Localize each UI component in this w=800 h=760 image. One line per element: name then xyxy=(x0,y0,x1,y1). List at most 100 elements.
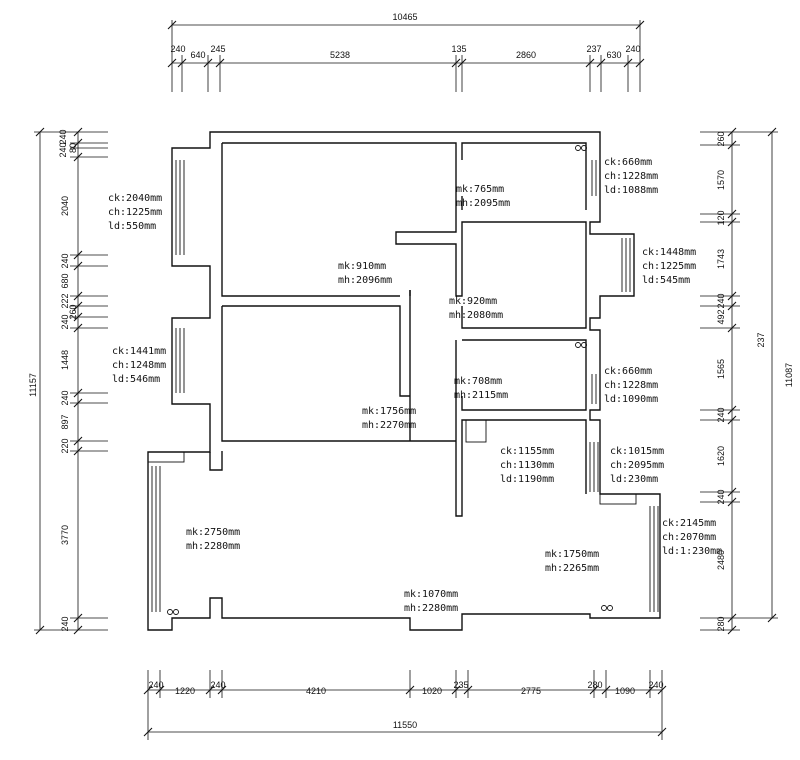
top-total-label: 10465 xyxy=(392,12,417,22)
win-right-3-ck: ck:660mm xyxy=(604,366,652,377)
bottom-seg-4: 4210 xyxy=(306,686,326,696)
bottom-total-label: 11550 xyxy=(393,720,417,730)
door-8-mh: mh:2280mm xyxy=(404,603,458,614)
bottom-seg-1: 240 xyxy=(148,680,163,690)
window-right-3 xyxy=(591,374,597,404)
top-seg-5: 135 xyxy=(451,44,466,54)
door-4-mh: mh:2115mm xyxy=(454,390,508,401)
drain-markers xyxy=(167,145,613,615)
bottom-seg-7: 2775 xyxy=(521,686,541,696)
left-seg-2: 240 xyxy=(58,142,68,157)
annotations: ck:2040mm ch:1225mm ld:550mm ck:1441mm c… xyxy=(108,157,722,614)
win-right-4-ck: ck:1015mm xyxy=(610,446,664,457)
top-seg-6: 2860 xyxy=(516,50,536,60)
door-1-mh: mh:2095mm xyxy=(456,198,510,209)
window-right-5 xyxy=(599,493,659,612)
left-seg-4: 2040 xyxy=(60,196,70,216)
door-2-mk: mk:910mm xyxy=(338,261,386,272)
window-right-1 xyxy=(591,160,597,196)
right-seg-2: 1570 xyxy=(716,170,726,190)
left-seg-9: 240 xyxy=(60,314,70,329)
walls xyxy=(147,131,661,631)
top-seg-8: 630 xyxy=(606,50,621,60)
left-seg-7: 222 xyxy=(60,293,70,308)
left-seg-13: 220 xyxy=(60,438,70,453)
right-seg-6: 492 xyxy=(716,309,726,324)
door-3-mk: mk:920mm xyxy=(449,296,497,307)
right-seg-10: 240 xyxy=(716,489,726,504)
bottom-seg-8: 280 xyxy=(587,680,602,690)
win-left-2-ch: ch:1248mm xyxy=(112,360,166,371)
win-right-1-ld: ld:1088mm xyxy=(604,185,658,196)
bottom-seg-10: 240 xyxy=(648,680,663,690)
win-right-5-ld: ld:1:230mm xyxy=(662,546,722,557)
win-right-3-ch: ch:1228mm xyxy=(604,380,658,391)
win-left-1-ck: ck:2040mm xyxy=(108,193,162,204)
living-partition xyxy=(209,451,223,471)
win-left-2-ld: ld:546mm xyxy=(112,374,160,385)
window-left-middle xyxy=(175,328,185,393)
win-right-2-ld: ld:545mm xyxy=(642,275,690,286)
outer-wall xyxy=(147,131,661,631)
door-2-mh: mh:2096mm xyxy=(338,275,392,286)
win-right-5-ck: ck:2145mm xyxy=(662,518,716,529)
right-seg-4: 1743 xyxy=(716,249,726,269)
win-right-4-ch: ch:2095mm xyxy=(610,460,664,471)
left-seg-1: 240 xyxy=(58,129,68,144)
right-inner-total: 237 xyxy=(756,332,766,347)
bottom-dimensions: 240 1220 240 4210 1020 235 2775 280 1090… xyxy=(143,670,667,740)
top-seg-7: 237 xyxy=(586,44,601,54)
left-seg-11: 240 xyxy=(60,390,70,405)
bottom-seg-5: 1020 xyxy=(422,686,442,696)
win-left-1-ch: ch:1225mm xyxy=(108,207,162,218)
win-right-5-ch: ch:2070mm xyxy=(662,532,716,543)
right-seg-8: 240 xyxy=(716,407,726,422)
bottom-seg-3: 240 xyxy=(210,680,225,690)
top-seg-2: 640 xyxy=(190,50,205,60)
right-seg-1: 260 xyxy=(716,131,726,146)
right-seg-9: 1620 xyxy=(716,446,726,466)
left-seg-12: 897 xyxy=(60,414,70,429)
win-left-2-ck: ck:1441mm xyxy=(112,346,166,357)
win-mid-ld: ld:1190mm xyxy=(500,474,554,485)
right-seg-3: 120 xyxy=(716,210,726,225)
right-seg-12: 280 xyxy=(716,616,726,631)
top-seg-4: 5238 xyxy=(330,50,350,60)
bedroom-upper-wall xyxy=(221,142,587,297)
door-8-mk: mk:1070mm xyxy=(404,589,458,600)
top-dimensions: 10465 240 640 245 5238 135 2860 237 630 … xyxy=(167,12,645,92)
win-mid-ch: ch:1130mm xyxy=(500,460,554,471)
door-4-mk: mk:708mm xyxy=(454,376,502,387)
window-left-lower xyxy=(147,451,185,612)
win-right-2-ck: ck:1448mm xyxy=(642,247,696,258)
right-seg-7: 1565 xyxy=(716,359,726,379)
win-right-4-ld: ld:230mm xyxy=(610,474,658,485)
win-right-1-ch: ch:1228mm xyxy=(604,171,658,182)
win-mid-ck: ck:1155mm xyxy=(500,446,554,457)
door-5-mk: mk:1756mm xyxy=(362,406,416,417)
door-1-mk: mk:765mm xyxy=(456,184,504,195)
win-right-3-ld: ld:1090mm xyxy=(604,394,658,405)
left-dimensions: 11157 xyxy=(28,127,108,635)
top-seg-9: 240 xyxy=(625,44,640,54)
window-left-upper xyxy=(175,160,185,255)
win-left-1-ld: ld:550mm xyxy=(108,221,156,232)
left-seg-10: 1448 xyxy=(60,350,70,370)
bathroom-partition xyxy=(455,339,587,517)
left-seg-5: 240 xyxy=(60,253,70,268)
right-total-label: 11087 xyxy=(784,363,794,387)
left-seg-6: 680 xyxy=(60,273,70,288)
door-6-mk: mk:2750mm xyxy=(186,527,240,538)
win-right-1-ck: ck:660mm xyxy=(604,157,652,168)
bottom-seg-9: 1090 xyxy=(615,686,635,696)
door-5-mh: mh:2270mm xyxy=(362,420,416,431)
left-seg-8: 260 xyxy=(68,304,78,319)
bottom-seg-6: 235 xyxy=(453,680,468,690)
right-seg-5: 240 xyxy=(716,293,726,308)
left-seg-14: 3770 xyxy=(60,525,70,545)
door-6-mh: mh:2280mm xyxy=(186,541,240,552)
bedroom-middle-wall xyxy=(221,290,456,442)
right-dimensions: 260 1570 120 1743 240 492 1565 240 1620 … xyxy=(700,127,794,635)
window-right-2 xyxy=(621,238,631,292)
